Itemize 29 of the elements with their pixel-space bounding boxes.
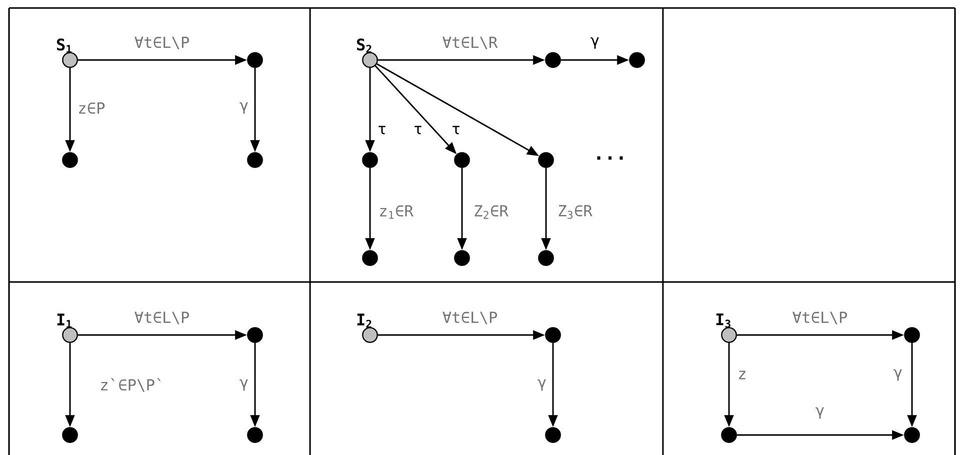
edge-label: z$_{1}$∈R xyxy=(377,204,415,220)
start-state xyxy=(62,327,78,343)
edge-label: τ xyxy=(376,124,388,136)
edge-label: z`∈P\P` xyxy=(98,376,166,394)
edge-label: γ xyxy=(589,36,601,50)
start-state xyxy=(62,52,78,68)
state-dot xyxy=(454,152,470,168)
start-state xyxy=(362,327,378,343)
ellipsis: ... xyxy=(597,156,623,160)
edge-label: z∈P xyxy=(76,101,107,115)
state-label: I$_{3}$ xyxy=(716,314,730,328)
edge-label: τ xyxy=(412,124,424,136)
edge-label: ∀t∈L\R xyxy=(440,35,500,51)
edge-label: Z$_{2}$∈R xyxy=(472,204,510,220)
edge-label: ∀t∈L\P xyxy=(132,310,192,326)
edge-label: z xyxy=(736,369,748,381)
edge-label: γ xyxy=(238,100,250,116)
edge-label: Z$_{3}$∈R xyxy=(556,204,594,220)
edge-label: ∀t∈L\P xyxy=(440,310,500,326)
edge-label: γ xyxy=(238,378,250,392)
edge-label: γ xyxy=(892,368,904,382)
edge-label: γ xyxy=(814,406,826,420)
start-state xyxy=(721,327,737,343)
edge-label: τ xyxy=(450,124,462,136)
edge-label: ∀t∈L\P xyxy=(132,35,192,51)
edge-label: γ xyxy=(536,378,548,392)
start-state xyxy=(362,52,378,68)
state-dot xyxy=(538,152,554,168)
edge-label: ∀t∈L\P xyxy=(790,310,850,326)
